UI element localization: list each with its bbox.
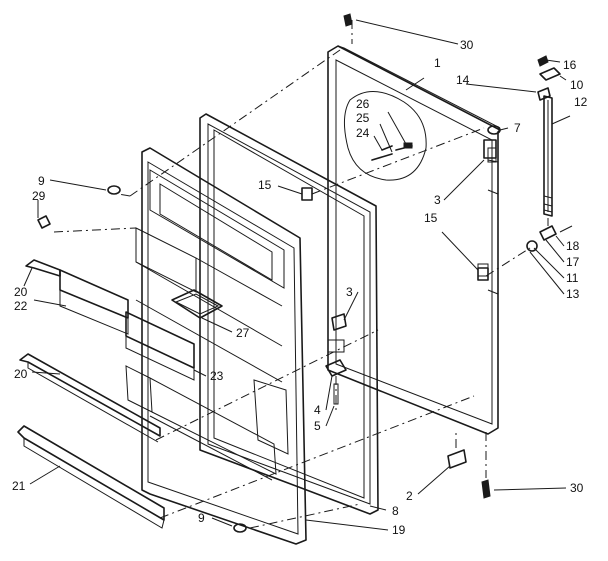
callout-15-right: 15 [424,211,438,225]
callout-13: 13 [566,287,580,301]
callout-14: 14 [456,73,470,87]
callout-20-lower: 20 [14,367,28,381]
callout-20-upper: 20 [14,285,28,299]
callout-30-bottom: 30 [570,481,584,495]
callout-7: 7 [514,121,521,135]
callout-30-top: 30 [460,38,474,52]
callout-10: 10 [570,78,584,92]
callout-24: 24 [356,126,370,140]
hinge-pin-assembly [477,55,573,281]
callout-26: 26 [356,97,370,111]
callout-25: 25 [356,111,370,125]
callout-4: 4 [314,403,321,417]
callout-29: 29 [32,189,46,203]
upper-shelf-and-rail [25,259,129,335]
bottom-shelf [17,425,165,529]
callout-22: 22 [14,299,28,313]
callout-5: 5 [314,419,321,433]
small-hardware [37,13,491,533]
callout-8: 8 [392,504,399,518]
callout-9-upper: 9 [38,174,45,188]
outer-door-panel [327,45,501,435]
callout-9-lower: 9 [198,511,205,525]
callout-11: 11 [566,271,579,285]
inner-door-liner [125,147,307,545]
door-gasket [199,113,379,515]
callout-15-left: 15 [258,178,272,192]
callout-18: 18 [566,239,580,253]
callout-16: 16 [563,58,577,72]
middle-shelf [125,311,195,381]
inset-detail [344,91,427,181]
callout-21: 21 [12,479,26,493]
callout-23: 23 [210,369,224,383]
callout-19: 19 [392,523,406,537]
callout-labels: 30 1 14 16 10 12 26 25 24 7 9 29 15 3 15… [12,38,588,537]
assembly-lines [53,20,549,529]
callout-3-right: 3 [434,193,441,207]
callout-12: 12 [574,95,588,109]
callout-2: 2 [406,489,413,503]
leader-lines [23,19,571,531]
lower-rail [19,353,161,443]
callout-3-left: 3 [346,285,353,299]
callout-27: 27 [236,326,250,340]
callout-17: 17 [566,255,580,269]
callout-1: 1 [434,56,441,70]
